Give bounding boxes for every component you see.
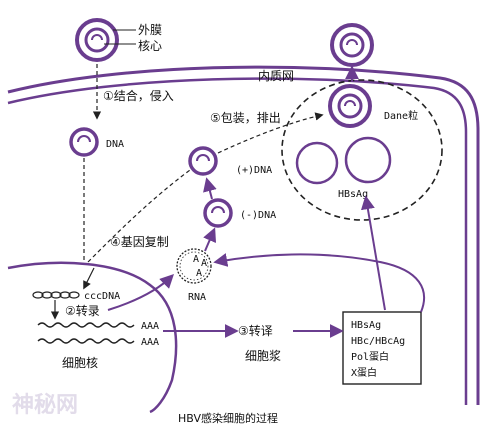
aaa-label-2: AAA <box>141 337 159 348</box>
virion-entering <box>75 18 119 62</box>
dna-label: DNA <box>106 139 124 150</box>
ccc-dna-label: cccDNA <box>84 291 120 302</box>
protein-box <box>342 311 422 385</box>
hbsag-top-label: HBsAg <box>338 189 368 200</box>
core-label: 核心 <box>138 39 162 53</box>
plus-dna-core <box>188 146 218 176</box>
dane-label: Dane粒 <box>384 109 418 122</box>
hbsag-sphere-2 <box>344 136 392 184</box>
cytoplasm-label: 细胞浆 <box>245 348 281 363</box>
protein-item-3: X蛋白 <box>351 366 377 379</box>
rna-a3: A <box>196 268 202 279</box>
aaa-label-1: AAA <box>141 321 159 332</box>
er-label: 内质网 <box>258 69 294 83</box>
rna-to-minus-dna-arrow <box>203 227 217 252</box>
rna-a2: A <box>201 258 207 269</box>
step2-label: ②转录 <box>65 303 100 318</box>
step5-label: ⑤包装，排出 <box>210 111 281 125</box>
nucleus-label: 细胞核 <box>62 356 98 370</box>
minus-to-plus-dna-arrow <box>203 177 217 200</box>
protein-to-rna-curve <box>213 253 426 313</box>
plus-dna-to-dane-arrow <box>217 112 324 154</box>
protein-to-er-arrow <box>360 195 386 311</box>
step1-label: ①结合，侵入 <box>103 88 174 103</box>
mrna-wave-1 <box>37 322 135 328</box>
protein-item-2: Pol蛋白 <box>351 350 389 363</box>
er-boundary <box>281 79 443 221</box>
minus-dna-core <box>203 198 233 228</box>
nucleus-membrane <box>7 261 178 414</box>
step3-label: ③转译 <box>238 323 273 338</box>
plus-dna-label: (+)DNA <box>236 165 272 176</box>
ccc-dna-chain <box>32 291 80 299</box>
protein-item-0: HBsAg <box>351 320 381 331</box>
protein-item-1: HBc/HBcAg <box>351 336 405 347</box>
rna-a1: A <box>193 254 199 265</box>
step4-label: ④基因复制 <box>110 235 169 249</box>
hbsag-sphere-1 <box>295 141 339 185</box>
dna-recycle-dashed-path <box>87 169 191 263</box>
caption: HBV感染细胞的过程 <box>178 411 278 425</box>
nucleus-to-rna-arrow <box>107 274 174 311</box>
outer-membrane-label: 外膜 <box>138 23 162 37</box>
virion-exiting <box>330 23 374 67</box>
dane-particle <box>328 84 372 128</box>
rna-label: RNA <box>188 292 206 303</box>
minus-dna-label: (-)DNA <box>240 210 276 221</box>
watermark: 神秘网 <box>12 392 78 418</box>
dna-core <box>69 127 99 157</box>
pregenomic-rna <box>176 248 212 284</box>
mrna-wave-2 <box>37 338 135 344</box>
dna-to-nucleus-arrow <box>83 267 95 290</box>
cell-membrane-inner <box>7 77 468 405</box>
